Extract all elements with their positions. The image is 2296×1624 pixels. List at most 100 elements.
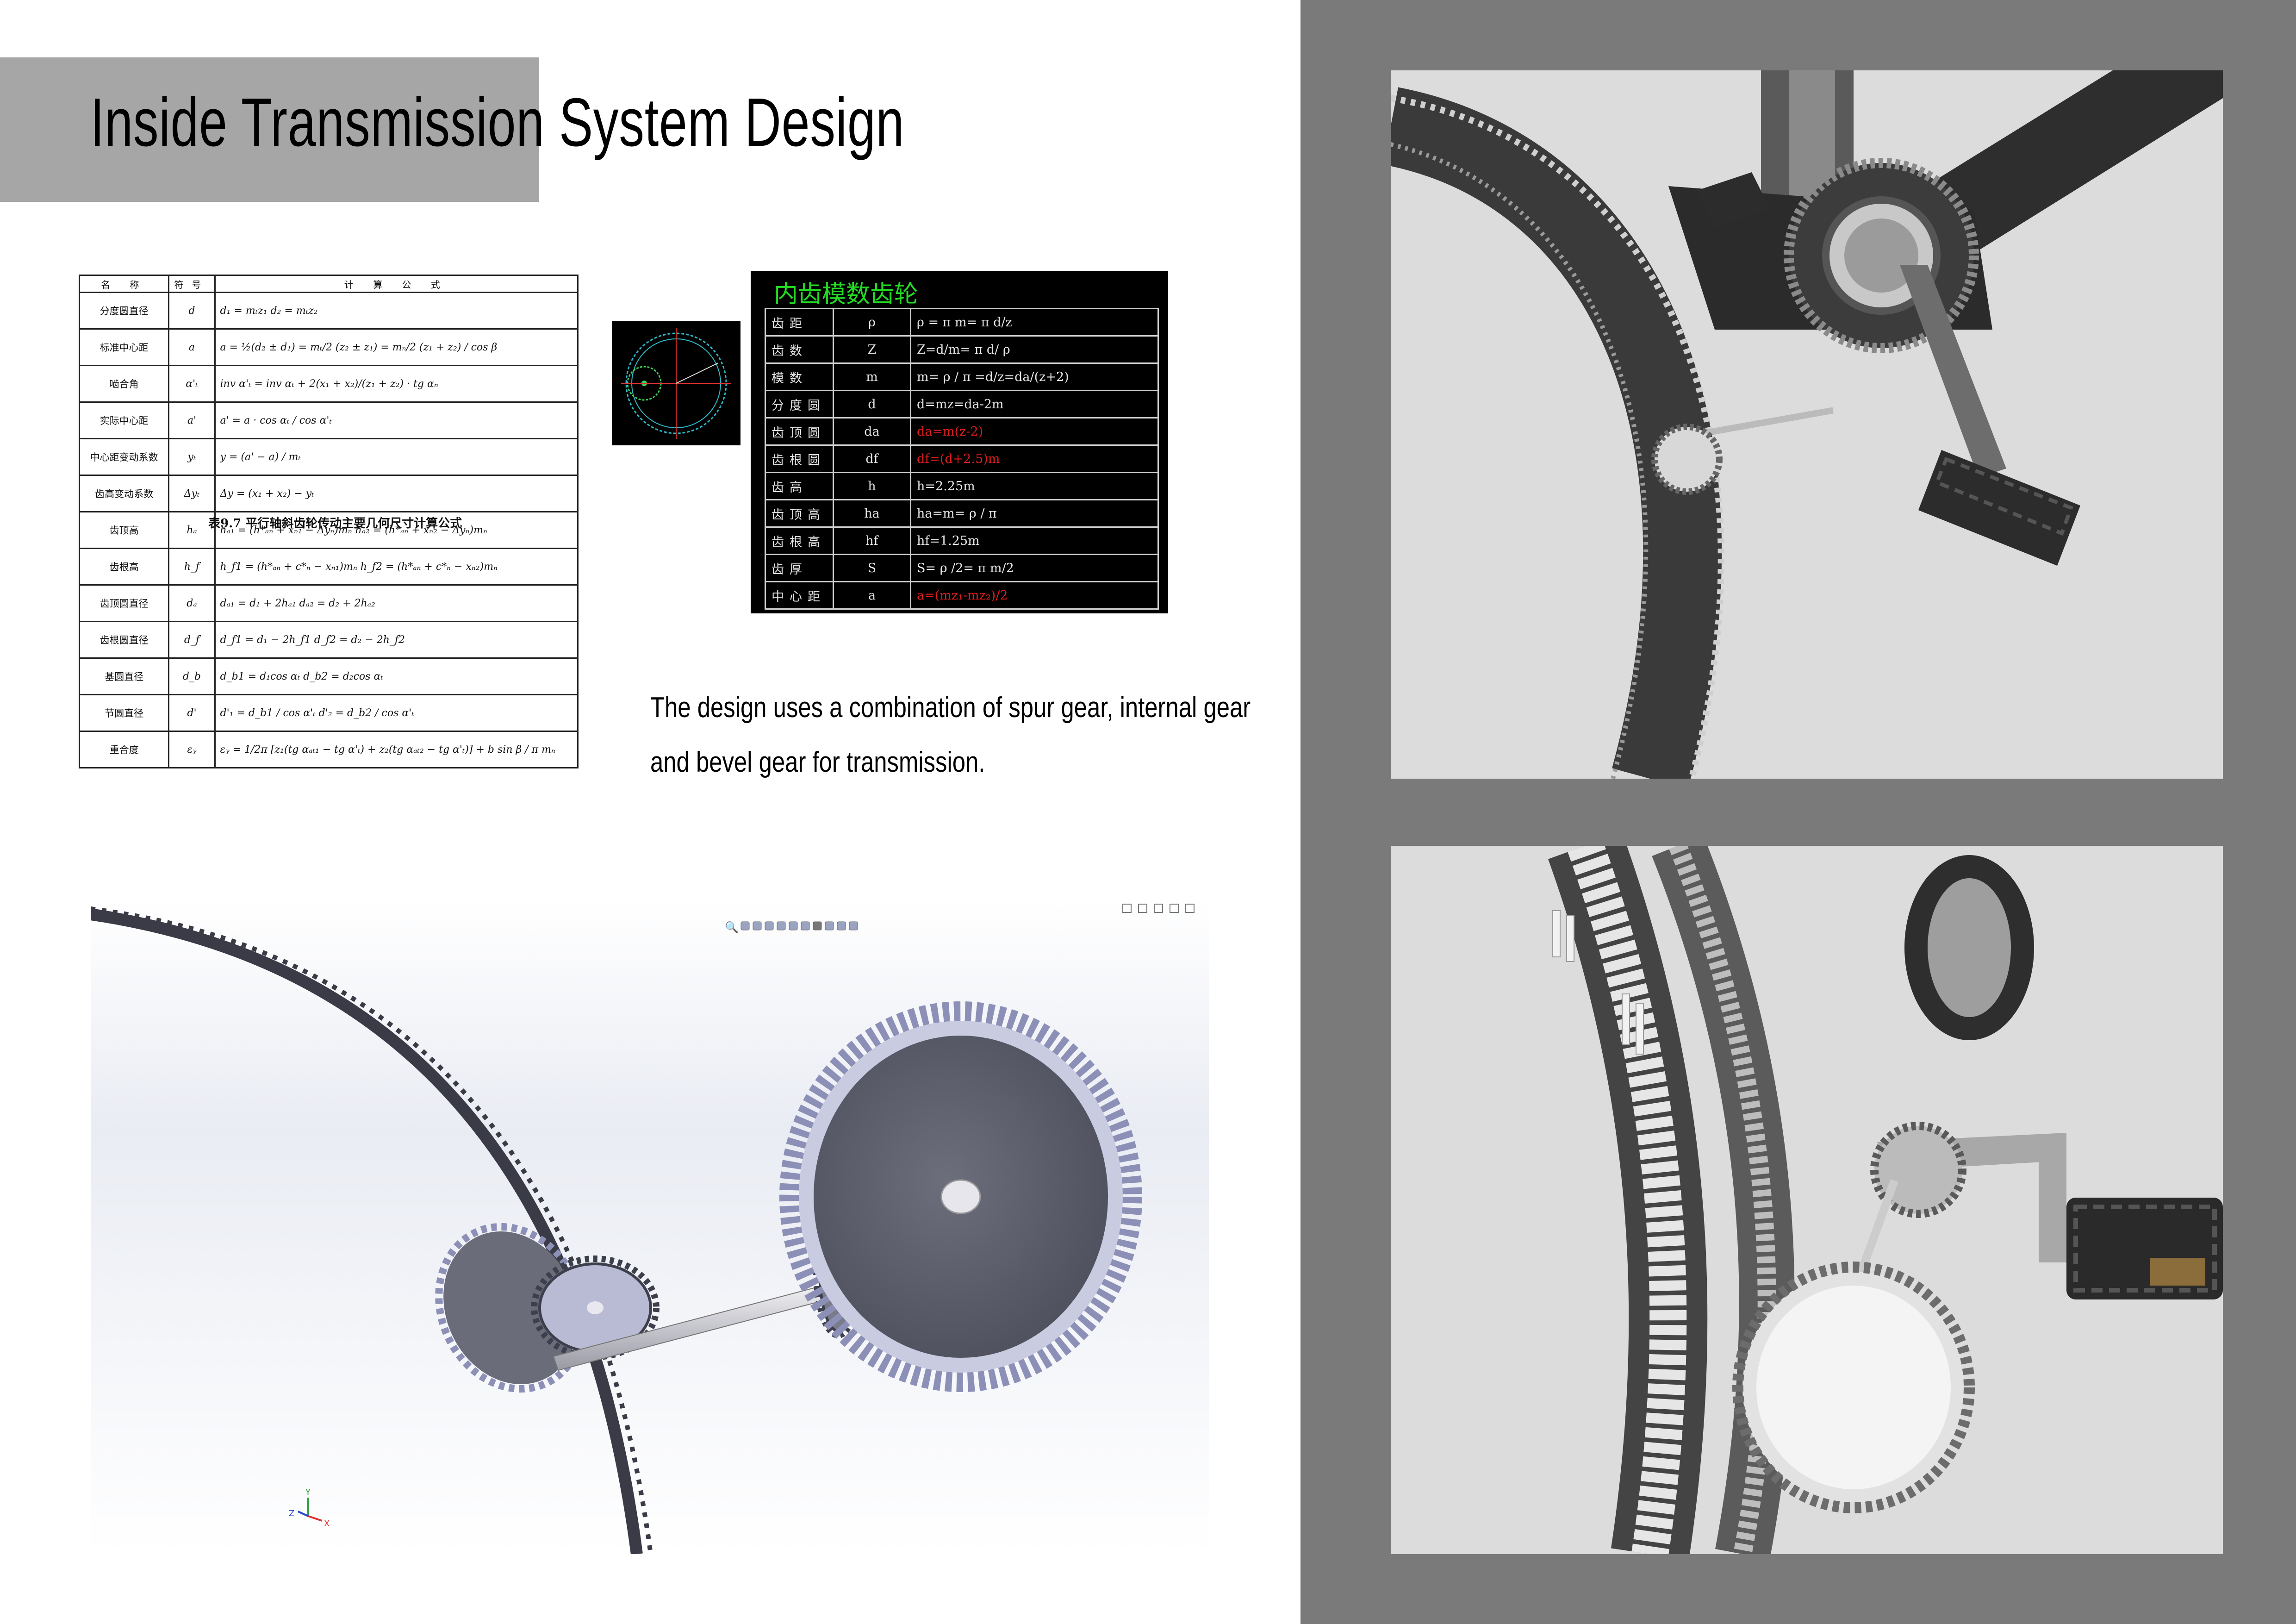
formula-symbol-cell: d [168, 292, 216, 330]
internal-gear-name-cell: 分度圆 [765, 390, 834, 418]
formula-expression-cell: a = ½(d₂ ± d₁) = mₜ/2 (z₂ ± z₁) = mₙ/2 (… [214, 328, 579, 366]
view-settings-icon[interactable] [849, 921, 858, 931]
bevel-pinion [1870, 1122, 1966, 1218]
internal-gear-formula-cell: a=(mz₁-mz₂)/2 [910, 581, 1159, 610]
internal-gear-name-cell: 齿高 [765, 472, 834, 500]
internal-gear-formula-cell: m= ρ / π =d/z=da/(z+2) [910, 362, 1159, 391]
design-description: The design uses a combination of spur ge… [650, 681, 1251, 790]
triad-z-label: Z [289, 1509, 294, 1518]
formula-expression-cell: d'₁ = d_b1 / cos α'ₜ d'₂ = d_b2 / cos α'… [214, 694, 579, 732]
pedal-lower [1918, 450, 2080, 566]
chain-stay [1918, 70, 2223, 265]
description-line: The design uses a combination of spur ge… [650, 692, 1251, 724]
internal-gear-name-cell: 齿根圆 [765, 444, 834, 473]
display-style-icon[interactable] [801, 921, 810, 931]
section-view-icon[interactable] [777, 921, 786, 931]
triad-x-label: X [324, 1519, 330, 1529]
tile-icon[interactable] [1138, 904, 1147, 913]
internal-gear-name-cell: 齿厚 [765, 554, 834, 582]
crank-arm [1900, 265, 2006, 478]
internal-gear-formula-cell: S= ρ /2= π m/2 [910, 554, 1159, 582]
pinion-gear [1651, 424, 1723, 495]
internal-gear-symbol-cell: df [833, 444, 911, 473]
formula-expression-cell: a' = a · cos αₜ / cos α'ₜ [214, 401, 579, 439]
scene-icon[interactable] [837, 921, 846, 931]
formula-name-cell: 齿顶高 [78, 511, 170, 549]
hide-show-icon[interactable] [813, 921, 822, 931]
pedal [2066, 1198, 2223, 1299]
internal-gear-formula-cell: df=(d+2.5)m [910, 444, 1159, 473]
formula-symbol-cell: α'ₜ [168, 365, 216, 403]
pedal-upper [1696, 172, 1770, 228]
large-spur-gear [779, 1001, 1142, 1392]
close-icon[interactable] [1185, 904, 1195, 913]
zoom-fit-icon[interactable] [740, 921, 750, 931]
internal-gear-symbol-cell: d [833, 390, 911, 418]
internal-gear-formula-cell: ha=m= ρ / π [910, 499, 1159, 528]
ring-gear [91, 906, 653, 1554]
internal-gear-name-cell: 齿顶高 [765, 499, 834, 528]
formula-table-header: 名 称符号计 算 公 式 [78, 275, 579, 293]
maximize-icon[interactable] [1170, 904, 1179, 913]
formula-symbol-cell: Δyₜ [168, 475, 216, 512]
appearance-icon[interactable] [825, 921, 834, 931]
internal-gear-title: 内齿模数齿轮 [774, 281, 919, 308]
formula-name-cell: 标准中心距 [78, 328, 170, 366]
previous-view-icon[interactable] [765, 921, 774, 931]
formula-symbol-cell: a [168, 328, 216, 366]
render-bevel-gear-closeup [1391, 846, 2223, 1554]
internal-gear-symbol-cell: m [833, 362, 911, 391]
formula-expression-cell: y = (a' − a) / mₜ [214, 438, 579, 476]
formula-expression-cell: inv α'ₜ = inv αₜ + 2(x₁ + x₂)/(z₁ + z₂) … [214, 365, 579, 403]
formula-name-cell: 啮合角 [78, 365, 170, 403]
formula-expression-cell: d_f1 = d₁ − 2h_f1 d_f2 = d₂ − 2h_f2 [214, 621, 579, 659]
formula-symbol-cell: dₐ [168, 584, 216, 622]
formula-symbol-cell: hₐ [168, 511, 216, 549]
formula-name-cell: 中心距变动系数 [78, 438, 170, 476]
axis-triad: Y Z X [289, 1487, 330, 1529]
view-orientation-icon[interactable] [789, 921, 798, 931]
internal-gear-symbol-cell: Z [833, 335, 911, 364]
minimize-icon[interactable] [1154, 904, 1163, 913]
internal-gear-symbol-cell: da [833, 417, 911, 446]
formula-expression-cell: dₐ₁ = d₁ + 2hₐ₁ dₐ₂ = d₂ + 2hₐ₂ [214, 584, 579, 622]
restore-icon[interactable] [1122, 904, 1132, 913]
internal-gear-formula-cell: d=mz=da-2m [910, 390, 1159, 418]
internal-gear-symbol-cell: ha [833, 499, 911, 528]
internal-gear-name-cell: 齿根高 [765, 526, 834, 555]
formula-table-caption: 表9.7 平行轴斜齿轮传动主要几何尺寸计算公式 [208, 517, 462, 531]
radius-dimension [676, 362, 719, 384]
formula-expression-cell: hₐ₁ = (h*ₐₙ + xₙ₁ − Δyₙ)mₙ hₐ₂ = (h*ₐₙ +… [214, 511, 579, 549]
formula-symbol-cell: h_f [168, 548, 216, 586]
cad-window-controls [1122, 904, 1195, 913]
cad-toolbar: 🔍 [725, 920, 858, 934]
bearing-pins [1552, 910, 1644, 1055]
cad-gear-assembly-view: 🔍 Y Z X [91, 900, 1209, 1554]
internal-gear-formula-cell: hf=1.25m [910, 526, 1159, 555]
formula-table-header-cell: 符号 [168, 275, 216, 293]
internal-gear-formula-cell: h=2.25m [910, 472, 1159, 500]
formula-name-cell: 节圆直径 [78, 694, 170, 732]
formula-symbol-cell: yₜ [168, 438, 216, 476]
formula-name-cell: 基圆直径 [78, 657, 170, 695]
zoom-area-icon[interactable] [753, 921, 762, 931]
